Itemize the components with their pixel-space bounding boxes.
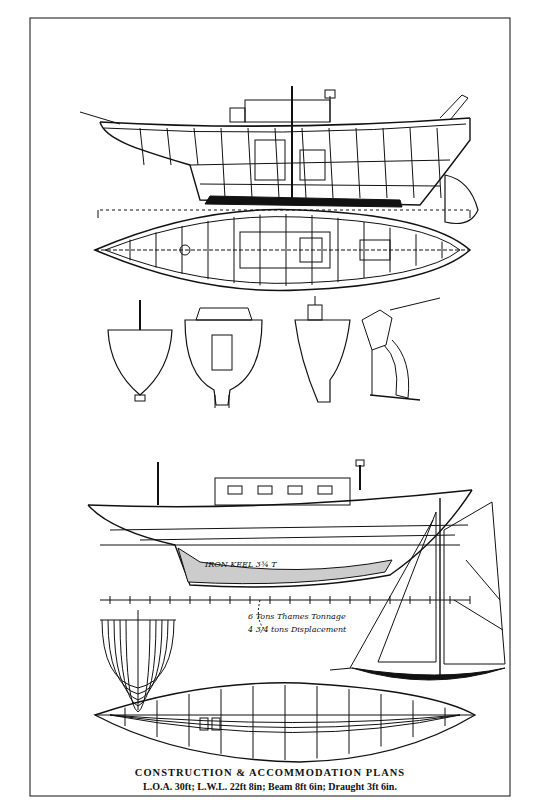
body-plan (100, 610, 176, 712)
construction-profile (80, 86, 478, 224)
deck-plan (95, 210, 470, 291)
plan-title: CONSTRUCTION & ACCOMMODATION PLANS (135, 767, 405, 778)
handwritten-note: 6 Tons Thames Tonnage (248, 612, 346, 621)
half-breadth-plan (95, 683, 475, 762)
plan-caption: L.O.A. 30ft; L.W.L. 22ft 8in; Beam 8ft 6… (143, 781, 397, 792)
handwritten-note: IRON KEEL 3¾ T (205, 560, 277, 569)
handwritten-note: 4 3/4 tons Displacement (248, 625, 346, 634)
lines-profile (88, 460, 472, 630)
frame (30, 18, 510, 796)
sections (108, 296, 440, 408)
sail-plan (330, 498, 505, 680)
